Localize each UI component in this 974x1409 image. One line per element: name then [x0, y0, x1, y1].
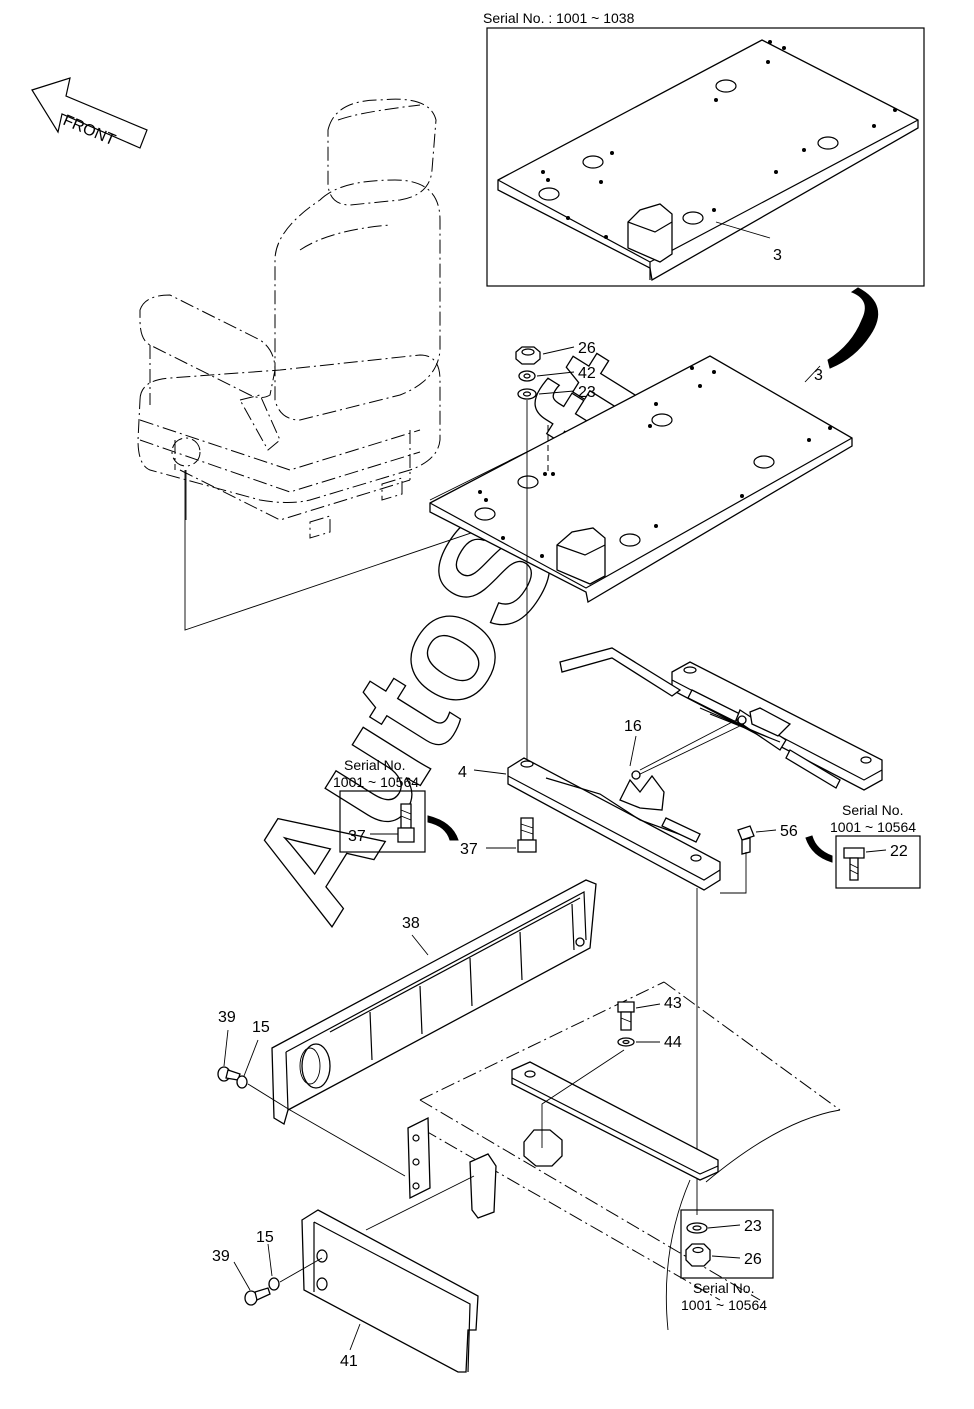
- part-label-23-bottom: 23: [744, 1218, 762, 1235]
- part-label-44: 44: [664, 1034, 682, 1051]
- part-label-22: 22: [890, 843, 908, 860]
- part-label-23-top: 23: [578, 384, 596, 401]
- part-label-56: 56: [780, 823, 798, 840]
- inset-pointer-arrow: [827, 287, 879, 369]
- part-label-43: 43: [664, 995, 682, 1012]
- seat-leader-line: [184, 470, 587, 631]
- part-label-39-upper: 39: [218, 1009, 236, 1026]
- serial-box-bottom: 23 26 Serial No. 1001 ~ 10564: [680, 1209, 774, 1313]
- part-label-37: 37: [460, 841, 478, 858]
- part-label-3-inset: 3: [773, 247, 782, 264]
- serial-box-right: Serial No. 1001 ~ 10564 22: [805, 802, 921, 889]
- rear-cover-41: 41: [301, 1175, 479, 1373]
- screw-washer-lower: 39 15: [212, 1229, 323, 1306]
- seat-plate: 3: [429, 355, 853, 604]
- serial-right-line1: Serial No.: [842, 802, 903, 818]
- part-label-4: 4: [458, 764, 467, 781]
- seat-slide-rails: 16 4: [458, 647, 883, 891]
- seat-phantom-outline: [137, 98, 441, 539]
- part-label-38: 38: [402, 915, 420, 932]
- bolt-43-washer-44: 43 44: [617, 995, 682, 1051]
- cab-floor-phantom: [407, 981, 841, 1331]
- part-label-26-top: 26: [578, 340, 596, 357]
- serial-left-line1: Serial No.: [344, 757, 405, 773]
- rail-cover-38: 38: [271, 879, 597, 1125]
- nut-washer-stack-top: 26 42 23: [515, 340, 596, 762]
- inset-serial-plate-box: Serial No. : 1001 ~ 1038 3: [483, 10, 925, 287]
- serial-box-left: Serial No. 1001 ~ 10564 37: [333, 757, 459, 853]
- part-label-42: 42: [578, 365, 596, 382]
- serial-left-line2: 1001 ~ 10564: [333, 774, 419, 790]
- part-label-15-upper: 15: [252, 1019, 270, 1036]
- part-label-37-box: 37: [348, 828, 366, 845]
- front-arrow-icon: FRONT: [31, 77, 148, 149]
- part-label-41: 41: [340, 1353, 358, 1370]
- part-label-16: 16: [624, 718, 642, 735]
- serial-bottom-line2: 1001 ~ 10564: [681, 1297, 767, 1313]
- part-label-3-main: 3: [814, 367, 823, 384]
- part-label-26-bottom: 26: [744, 1251, 762, 1268]
- part-label-15-lower: 15: [256, 1229, 274, 1246]
- inset-serial-label: Serial No. : 1001 ~ 1038: [483, 10, 635, 26]
- serial-bottom-line1: Serial No.: [693, 1280, 754, 1296]
- serial-right-line2: 1001 ~ 10564: [830, 819, 916, 835]
- front-label: FRONT: [60, 112, 118, 149]
- bolt-37: 37: [460, 817, 537, 858]
- screw-washer-upper: 39 15: [217, 1009, 406, 1177]
- part-label-39-lower: 39: [212, 1248, 230, 1265]
- bolt-56: 56: [720, 823, 798, 894]
